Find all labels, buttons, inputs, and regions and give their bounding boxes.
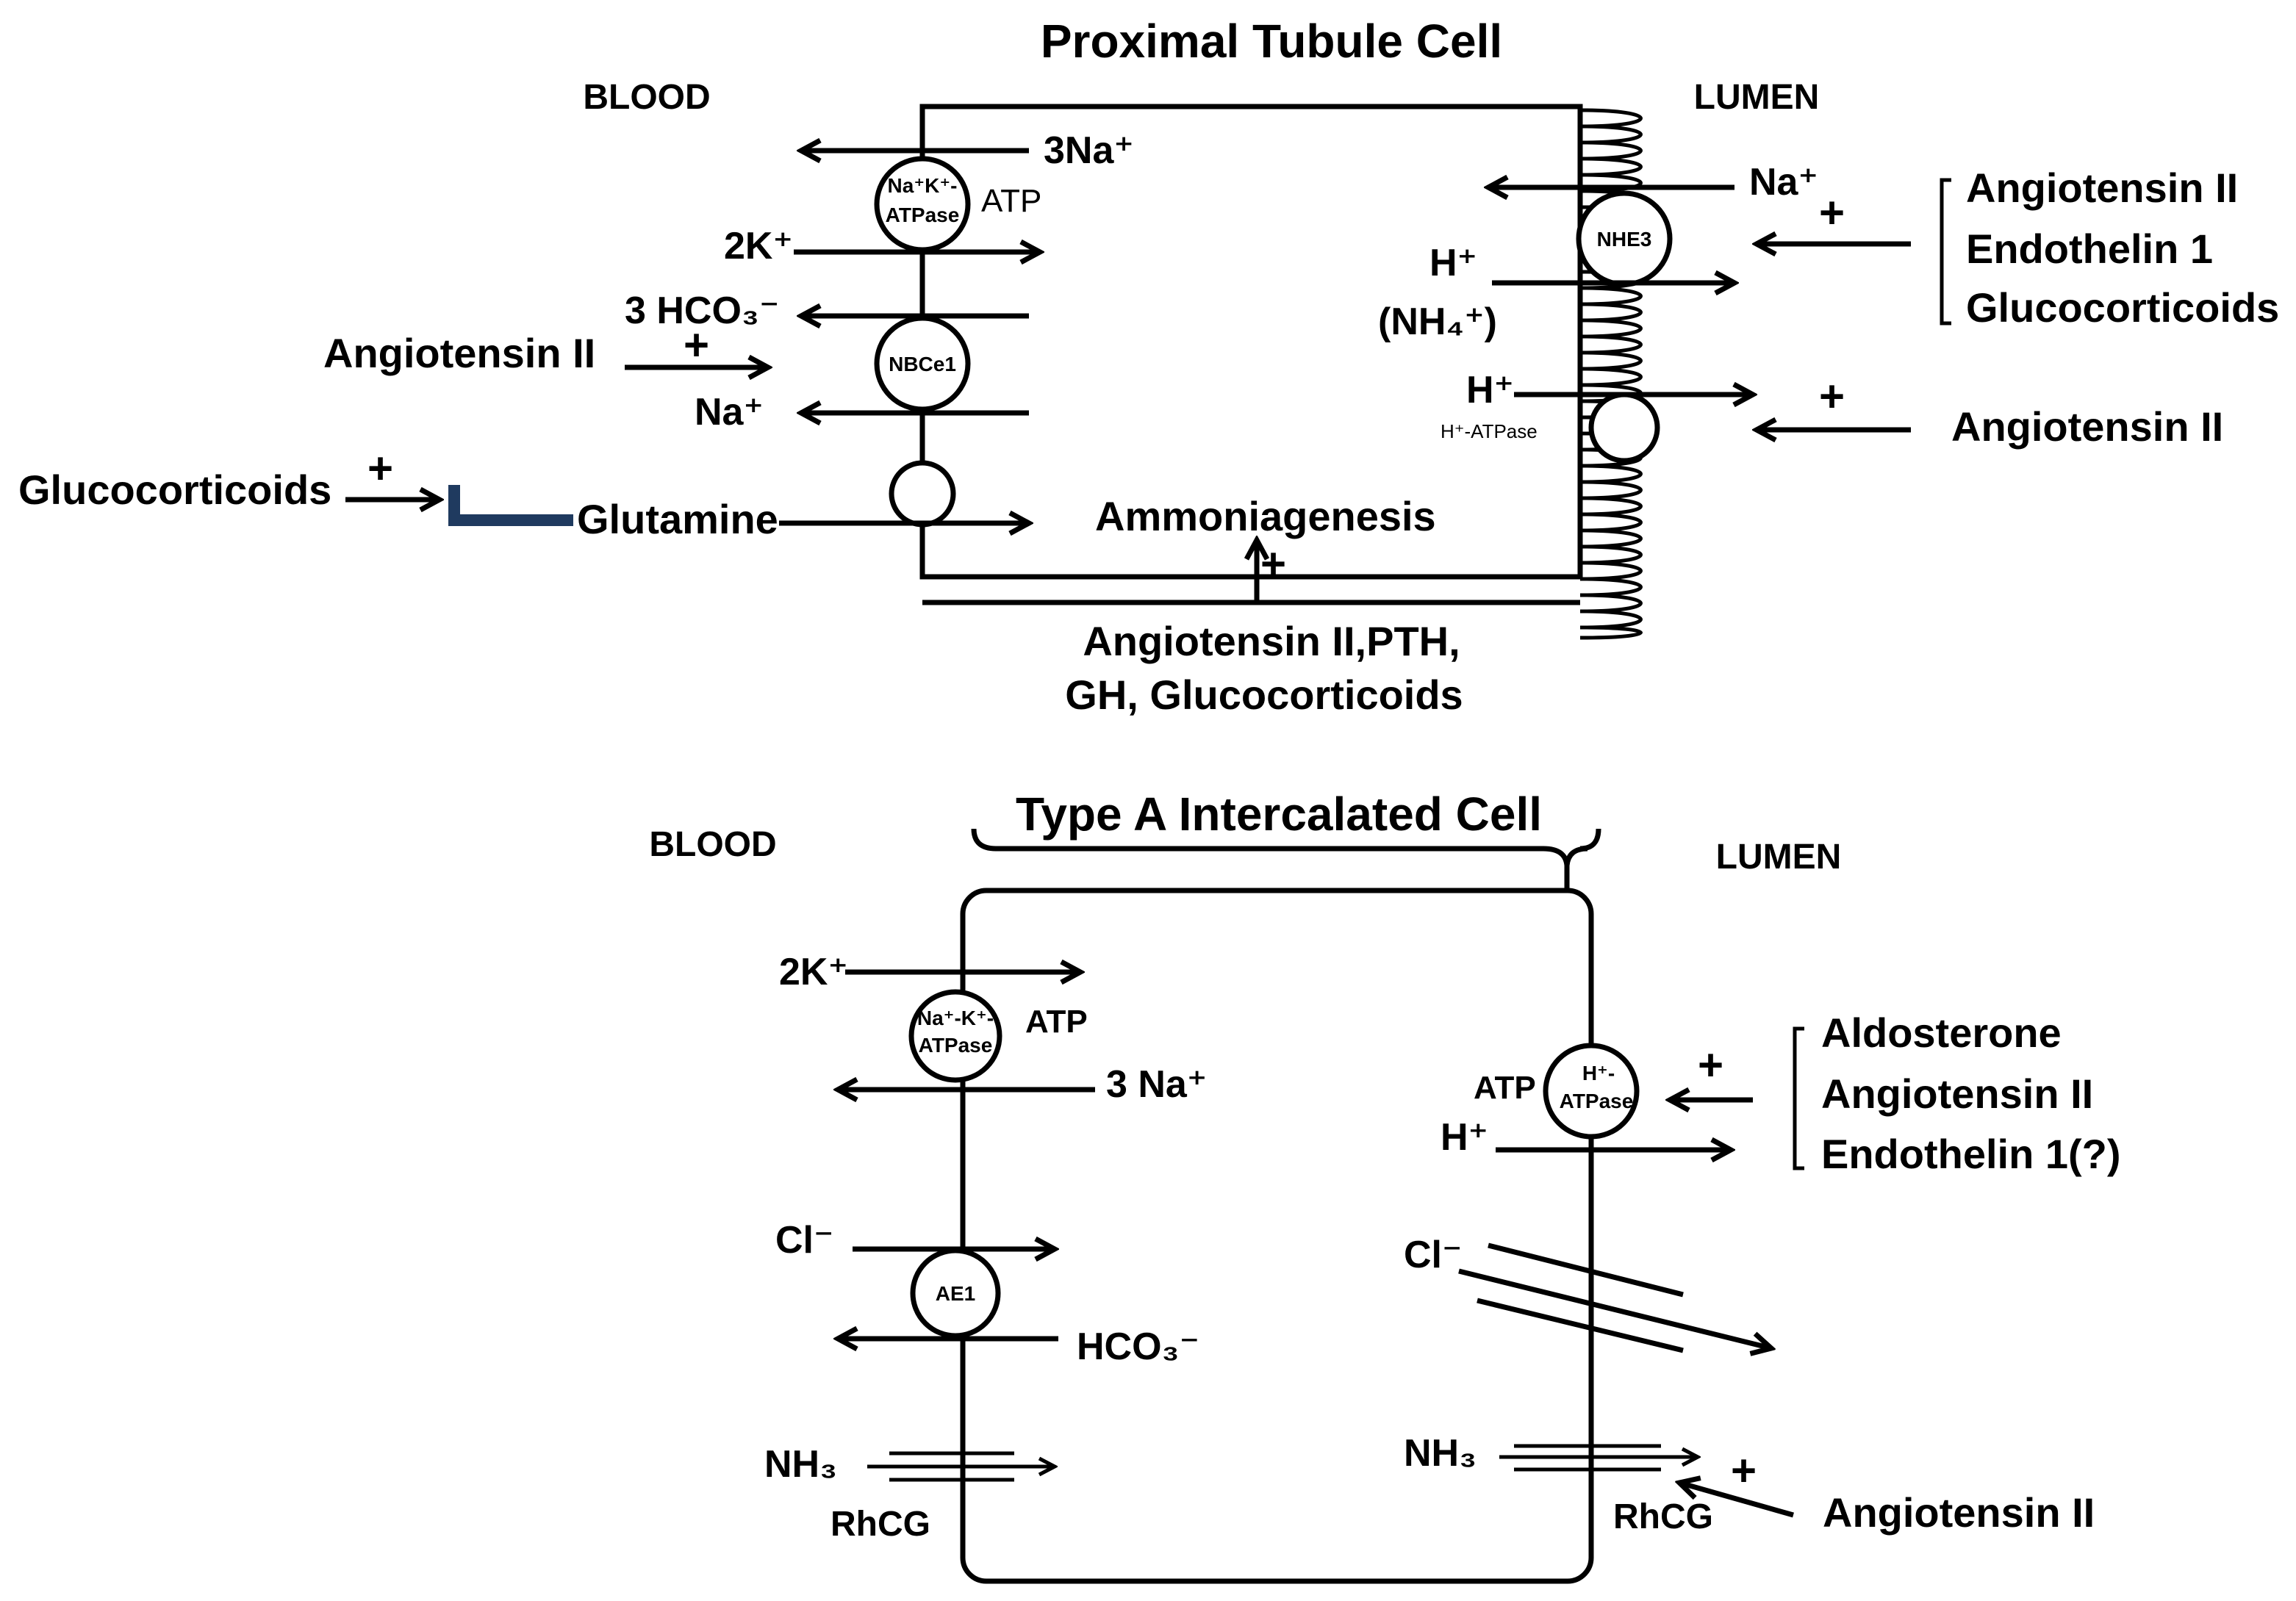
plus-sign: + xyxy=(1260,539,1286,589)
proximal-blood-label: BLOOD xyxy=(583,78,710,117)
angiotensin-ii-label: Angiotensin II xyxy=(1823,1489,2095,1536)
regulator-1: Aldosterone xyxy=(1821,1010,2062,1056)
h-atpase-label: H⁺- xyxy=(1582,1062,1615,1084)
cl-efflux-arrow xyxy=(1458,1268,1771,1348)
two-k-label: 2K⁺ xyxy=(724,225,793,267)
plus-sign: + xyxy=(684,320,709,370)
cl-left-label: Cl⁻ xyxy=(775,1219,833,1262)
h-atpase-circle xyxy=(1588,392,1660,464)
atp-label: ATP xyxy=(981,183,1041,219)
rhcg-right-label: RhCG xyxy=(1613,1497,1713,1536)
intercalated-lumen-label: LUMEN xyxy=(1716,838,1842,877)
atp-label: ATP xyxy=(1025,1004,1088,1040)
glutamine-label: Glutamine xyxy=(577,496,778,542)
rhcg-stimulus-arrow xyxy=(1679,1483,1794,1518)
h-atpase-h-label: H⁺ xyxy=(1466,369,1514,411)
bottom-regulators-line2: GH, Glucocorticoids xyxy=(1065,672,1463,718)
plus-sign: + xyxy=(1819,372,1845,421)
hco3-label: HCO₃⁻ xyxy=(1077,1325,1199,1368)
nbce1-label: NBCe1 xyxy=(889,353,956,375)
ae1-circle xyxy=(910,1248,1001,1339)
ae1-label: AE1 xyxy=(936,1282,975,1305)
cl-channel-line-1 xyxy=(1488,1242,1684,1298)
right-regulators-bracket xyxy=(1940,178,1951,325)
h-atpase-label: H⁺-ATPase xyxy=(1441,420,1538,442)
glucocorticoids-left-label: Glucocorticoids xyxy=(18,467,331,513)
svg-text:ATPase: ATPase xyxy=(886,204,960,226)
plus-sign: + xyxy=(1731,1446,1757,1495)
regulators-bracket xyxy=(1793,1026,1804,1170)
cl-channel-line-2 xyxy=(1477,1298,1684,1353)
right-regulator-2: Endothelin 1 xyxy=(1966,226,2213,272)
regulator-3: Endothelin 1(?) xyxy=(1821,1131,2121,1177)
bottom-regulators-line1: Angiotensin II,PTH, xyxy=(1083,618,1460,664)
proximal-title: Proximal Tubule Cell xyxy=(1041,15,1502,68)
nbce1-circle xyxy=(874,315,971,412)
three-na-label: 3 Na⁺ xyxy=(1106,1063,1207,1106)
na-k-atpase-circle xyxy=(908,989,1002,1083)
intercalated-title: Type A Intercalated Cell xyxy=(1016,788,1542,841)
proximal-lumen-label: LUMEN xyxy=(1694,78,1820,117)
nh3-right-label: NH₃ xyxy=(1404,1432,1477,1475)
hco3-label: 3 HCO₃⁻ xyxy=(625,289,779,332)
h-atpase-circle xyxy=(1543,1043,1640,1140)
plus-sign: + xyxy=(1698,1040,1723,1090)
proximal-cell-membrane xyxy=(919,104,1583,580)
glutamine-bracket-shape xyxy=(448,485,573,526)
svg-text:ATPase: ATPase xyxy=(1560,1090,1634,1112)
na-nbc-label: Na⁺ xyxy=(695,391,764,433)
intercalated-blood-label: BLOOD xyxy=(649,825,776,864)
angiotensin-ii-right-label: Angiotensin II xyxy=(1951,403,2223,450)
h-label: H⁺ xyxy=(1441,1116,1488,1159)
regulator-2: Angiotensin II xyxy=(1821,1071,2093,1117)
three-na-label: 3Na⁺ xyxy=(1044,129,1134,172)
nh3-left-label: NH₃ xyxy=(764,1443,837,1486)
proximal-tubule-panel: Proximal Tubule Cell BLOOD LUMEN 3Na⁺ Na… xyxy=(18,15,2279,718)
right-regulator-3: Glucocorticoids xyxy=(1966,284,2279,331)
plus-sign: + xyxy=(1819,188,1845,237)
na-lumen-label: Na⁺ xyxy=(1749,161,1818,204)
intercalated-cell-panel: Type A Intercalated Cell BLOOD LUMEN 2K⁺… xyxy=(649,788,2121,1584)
rhcg-left-label: RhCG xyxy=(830,1505,930,1544)
plus-sign: + xyxy=(367,444,393,493)
glutamine-transporter-circle xyxy=(889,460,956,528)
atp-right-label: ATP xyxy=(1474,1070,1536,1106)
na-k-atpase-label: Na⁺K⁺- xyxy=(888,174,958,197)
nh4-label: (NH₄⁺) xyxy=(1378,301,1497,343)
nhe3-label: NHE3 xyxy=(1597,228,1652,251)
cl-right-label: Cl⁻ xyxy=(1404,1234,1462,1276)
svg-text:ATPase: ATPase xyxy=(919,1034,993,1057)
two-k-label: 2K⁺ xyxy=(779,951,848,993)
right-regulator-1: Angiotensin II xyxy=(1966,165,2238,211)
na-k-atpase-label: Na⁺-K⁺- xyxy=(917,1007,994,1029)
intercalated-cell-membrane xyxy=(960,888,1594,1584)
angiotensin-ii-left-label: Angiotensin II xyxy=(323,330,595,376)
ammoniagenesis-label: Ammoniagenesis xyxy=(1095,493,1436,539)
h-lumen-label: H⁺ xyxy=(1429,242,1477,284)
